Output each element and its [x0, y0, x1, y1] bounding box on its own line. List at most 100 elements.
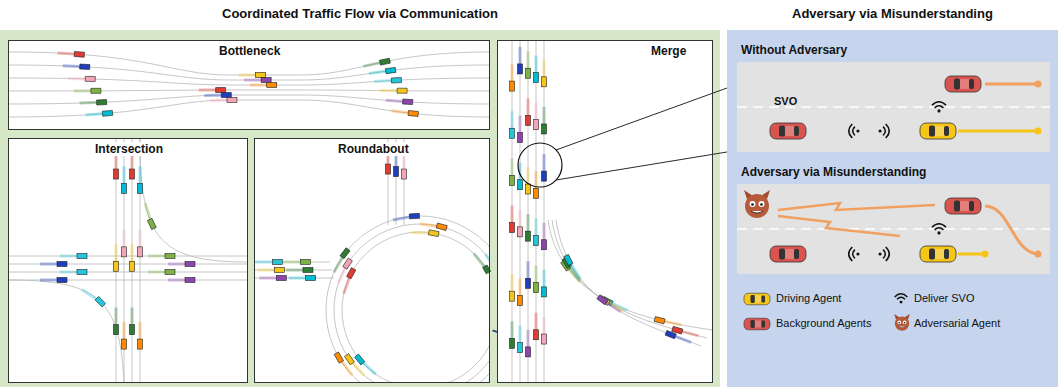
svo-signal [932, 224, 946, 235]
legend-signal [895, 294, 908, 304]
vehicle [597, 295, 608, 305]
vehicle [185, 262, 195, 267]
vehicle [147, 218, 156, 229]
trajectory-end [1035, 251, 1042, 258]
vehicle [510, 223, 515, 233]
vehicle [518, 227, 523, 237]
lane-line [512, 40, 513, 383]
vehicle [343, 258, 353, 269]
vehicle [518, 64, 523, 74]
lane-line [8, 272, 248, 273]
node-title: Merge [648, 44, 689, 58]
panel-ground [254, 138, 490, 383]
vehicle [510, 128, 515, 138]
vehicle [122, 183, 127, 193]
vehicle [91, 88, 101, 93]
vehicle [526, 184, 531, 194]
vehicle [347, 268, 356, 279]
vehicle [510, 81, 515, 91]
trajectory [958, 130, 1038, 133]
lane-line [544, 40, 545, 383]
vehicle [138, 183, 143, 193]
vehicle [518, 133, 523, 143]
vehicle [542, 287, 547, 297]
road-scene: Adversary via Misunderstanding [737, 184, 1050, 274]
lane-line [334, 224, 490, 383]
legend-text: Background Agents [776, 317, 871, 329]
background-car [770, 246, 806, 262]
vehicle [510, 291, 515, 301]
trajectory [985, 206, 1038, 254]
lane-line [8, 256, 248, 257]
lane-line [548, 220, 713, 330]
legend-driving-car [744, 293, 770, 305]
vehicle [221, 92, 231, 97]
node-title: Without Adversary [741, 43, 847, 57]
vehicle [436, 223, 447, 230]
vehicle [394, 167, 399, 177]
vehicle [542, 240, 547, 250]
lane-line [8, 264, 248, 265]
vehicle [510, 175, 515, 185]
lane-marking [737, 228, 1050, 230]
svo-signal [878, 247, 889, 261]
trajectory-end [1035, 128, 1042, 135]
vehicle [483, 265, 492, 276]
trajectory [958, 253, 985, 256]
vehicle [340, 248, 350, 259]
vehicle [518, 295, 523, 305]
vehicle [165, 254, 175, 259]
panel-ground [8, 40, 490, 130]
panel: Adversary via Misunderstanding Without Ad… [727, 30, 1058, 387]
node-title: Bottleneck [216, 44, 283, 58]
trajectory-end [982, 251, 989, 258]
vehicle [518, 343, 523, 353]
vehicle [534, 120, 539, 130]
lane-line [8, 280, 248, 281]
vehicle [256, 73, 266, 78]
vehicle [534, 73, 539, 83]
vehicle [428, 230, 439, 237]
vehicle [564, 254, 573, 265]
blue-ground [727, 30, 1058, 387]
lane-line [8, 65, 490, 80]
svo-signal [849, 247, 860, 261]
node-title: Coordinated Traffic Flow via Communicati… [222, 6, 498, 21]
lane-line [254, 278, 334, 279]
zoom-circle [518, 143, 562, 187]
vehicle [74, 51, 84, 57]
vehicle [391, 77, 401, 83]
lane-line [8, 100, 490, 117]
vehicle [122, 247, 127, 257]
vehicle [122, 339, 127, 349]
vehicle [542, 124, 547, 134]
lane-line [254, 262, 330, 263]
panel-ground [8, 138, 248, 383]
road [737, 62, 1050, 152]
attack-bolt [778, 203, 935, 210]
vehicle [518, 180, 523, 190]
lane-line [520, 40, 521, 383]
background-car [945, 76, 981, 92]
vehicle [114, 261, 119, 271]
vehicle [57, 262, 67, 267]
adversarial-agent [744, 190, 770, 218]
lane-line [8, 78, 490, 85]
vehicle [130, 261, 135, 271]
zoom-line [556, 88, 727, 150]
vehicle [334, 352, 343, 363]
driving-car [920, 246, 956, 262]
lane-line [8, 280, 124, 383]
scenario-panel: Merge [497, 40, 713, 383]
vehicle [345, 354, 355, 365]
legend-text: Adversarial Agent [914, 317, 1000, 329]
vehicle [276, 276, 286, 281]
vehicle [80, 64, 90, 70]
vehicle [534, 283, 539, 293]
vehicle [102, 110, 112, 116]
lane-line [528, 40, 529, 383]
vehicle [85, 76, 95, 81]
node-title: Adversary via Misunderstanding [792, 6, 993, 21]
vehicle [534, 330, 539, 340]
